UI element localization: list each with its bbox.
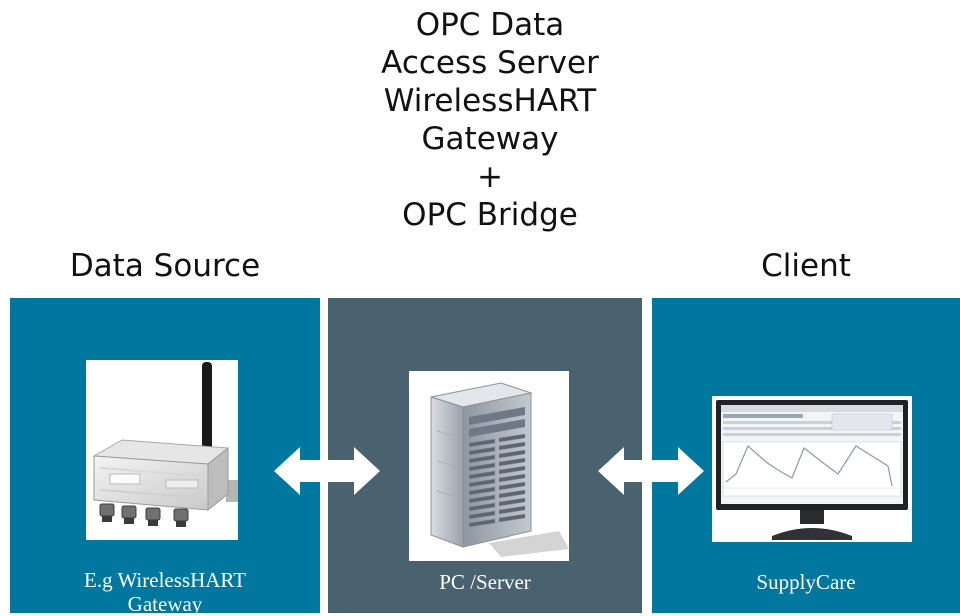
center-heading-line-2: Access Server: [381, 45, 599, 81]
data-source-caption-line-1: E.g WirelessHART: [84, 568, 246, 592]
wirelesshart-gateway-device-image: [86, 360, 238, 540]
center-heading-line-4: Gateway: [421, 121, 559, 157]
data-source-heading: Data Source: [69, 248, 261, 284]
client-heading: Client: [761, 248, 851, 284]
server-caption: PC /Server: [439, 570, 531, 594]
center-heading-plus: +: [477, 159, 503, 195]
client-caption: SupplyCare: [756, 570, 856, 594]
double-headed-arrow-icon: [274, 447, 380, 495]
center-heading: OPC Data Access Server WirelessHART Gate…: [330, 6, 650, 234]
monitor-screen-image: [712, 396, 912, 542]
data-source-caption: E.g WirelessHART Gateway: [10, 568, 320, 616]
center-heading-line-1: OPC Data: [415, 7, 565, 43]
server-tower-image: [409, 371, 569, 561]
double-headed-arrow-icon: [598, 447, 704, 495]
data-source-caption-line-2: Gateway: [127, 592, 203, 616]
center-heading-line-6: OPC Bridge: [402, 197, 578, 233]
center-heading-line-3: WirelessHART: [383, 83, 597, 119]
